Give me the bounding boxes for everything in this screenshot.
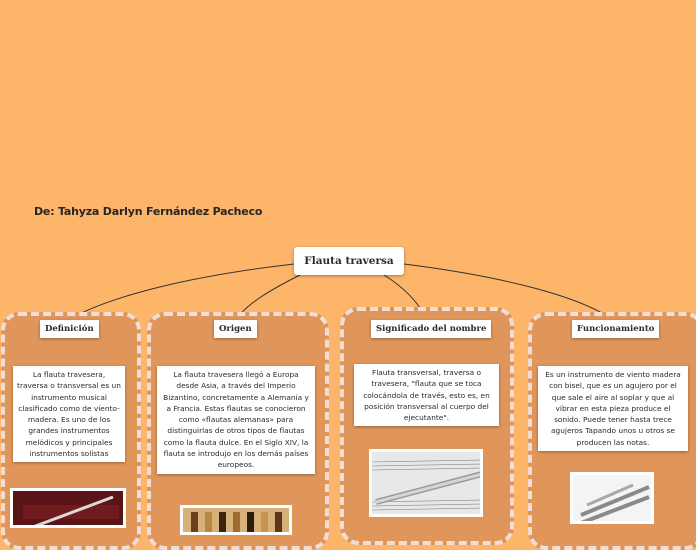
link-root-definicion (67, 263, 295, 321)
branch-significado[interactable]: Significado del nombre (371, 320, 492, 338)
significado-text[interactable]: Flauta transversal, traversa o travesera… (354, 364, 499, 427)
funcionamiento-text[interactable]: Es un instrumento de viento madera con b… (538, 366, 688, 452)
definicion-text[interactable]: La flauta travesera, traversa o transver… (13, 366, 125, 463)
root-node[interactable]: Flauta traversa (294, 247, 404, 275)
flute-on-sheet-music-image (369, 449, 483, 517)
wooden-flutes-image (180, 505, 292, 535)
link-root-funcionamiento (403, 263, 614, 321)
flute-on-red-velvet-image (10, 488, 126, 528)
branch-origen[interactable]: Origen (214, 320, 257, 338)
branch-definicion[interactable]: Definición (40, 320, 99, 338)
author-credit: De: Tahyza Darlyn Fernández Pacheco (34, 205, 263, 218)
flute-in-case-image (570, 472, 654, 524)
origen-text[interactable]: La flauta travesera llegó a Europa desde… (157, 366, 315, 474)
branch-funcionamiento[interactable]: Funcionamiento (572, 320, 660, 338)
